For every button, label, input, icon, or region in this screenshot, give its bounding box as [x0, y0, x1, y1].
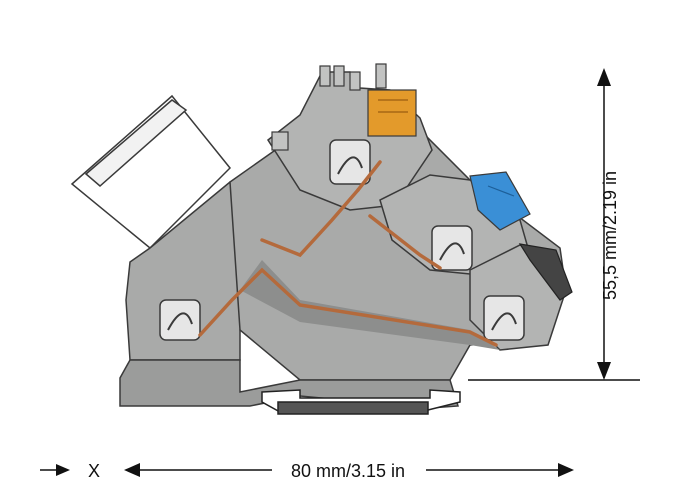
blue-jumper: [469, 171, 531, 231]
width-dimension: [40, 463, 574, 477]
base-foot: [119, 359, 459, 409]
clamp-middle: [431, 225, 473, 271]
width-label: 80 mm/3.15 in: [291, 461, 405, 481]
clamp-openings: [159, 139, 525, 341]
clamp-lower: [483, 295, 525, 341]
clamp-left: [159, 299, 201, 341]
x-label: X: [88, 461, 100, 481]
height-dimension: [468, 68, 640, 381]
din-rail: [261, 389, 461, 415]
clamp-upper: [329, 139, 371, 185]
bus-bars: [198, 160, 498, 347]
top-comb: [271, 63, 387, 151]
orange-jumper: [367, 89, 417, 137]
clamp-springs: [167, 156, 517, 331]
height-label: 55,5 mm/2.19 in: [600, 171, 620, 300]
end-plate: [518, 243, 573, 301]
